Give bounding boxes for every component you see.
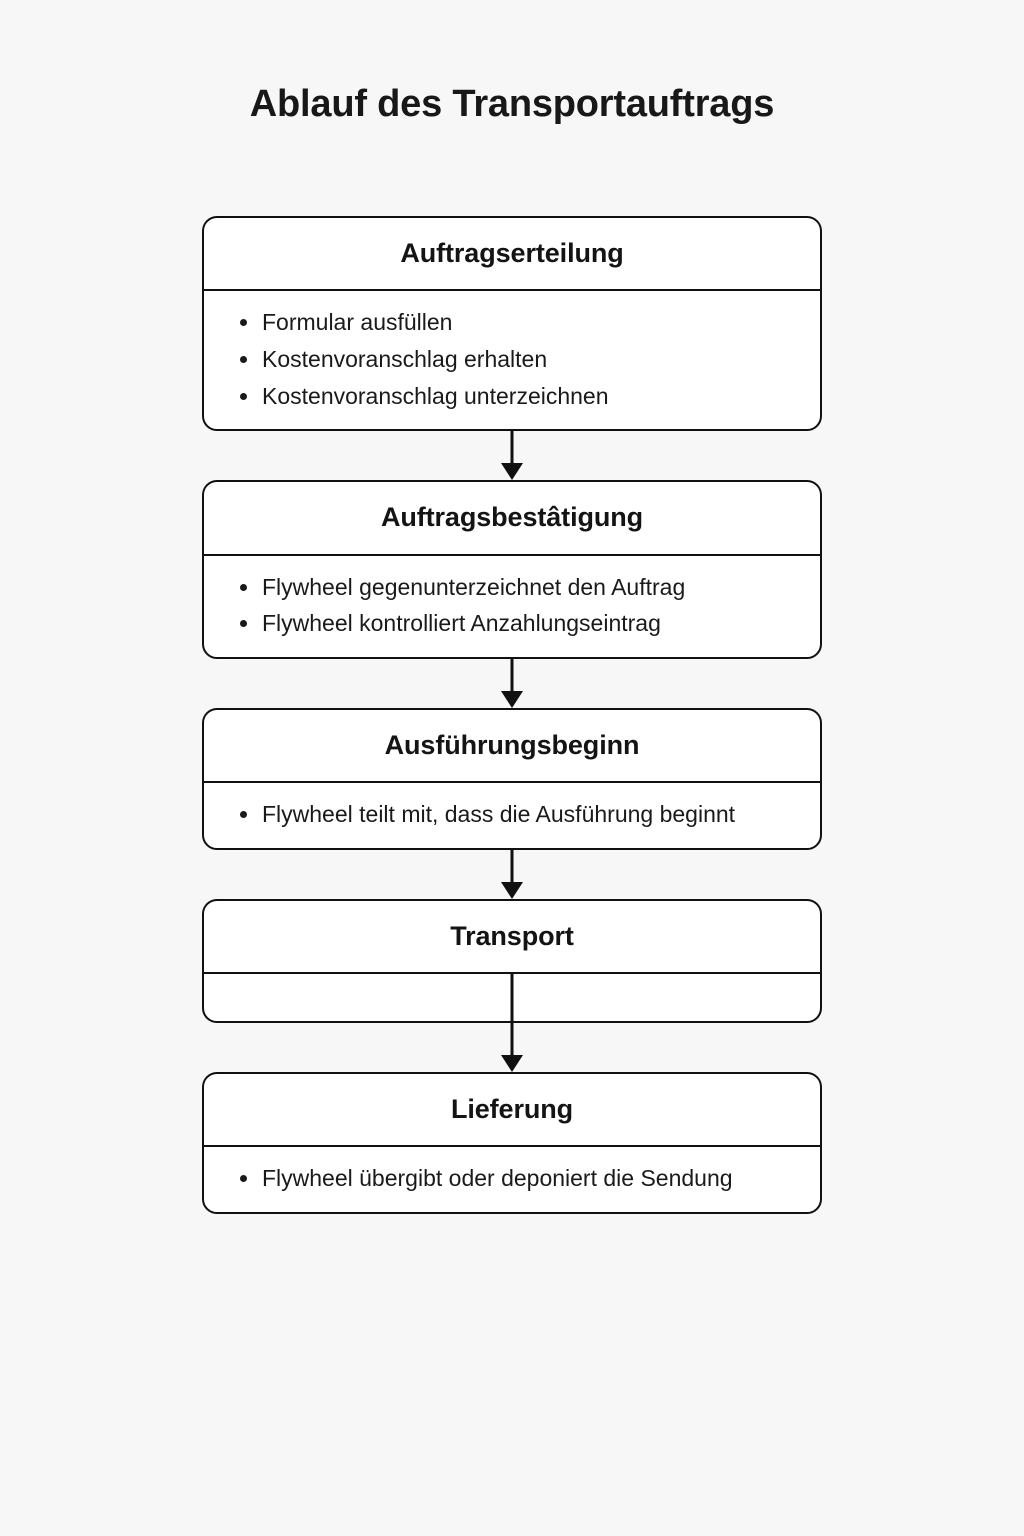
- flow-node-bullet: Kostenvoranschlag unterzeichnen: [226, 381, 798, 412]
- flow-connector-arrow: [202, 429, 822, 481]
- flow-node-body: [204, 974, 820, 1022]
- flow-connector-arrow: [202, 656, 822, 708]
- flow-connector-arrow: [202, 1021, 822, 1073]
- flow-node-transport: Transport: [202, 898, 822, 1024]
- arrow-head-down-icon: [501, 1055, 523, 1073]
- page-title: Ablauf des Transportauftrags: [249, 83, 775, 125]
- arrow-shaft: [510, 847, 514, 887]
- flow-node-title: Lieferung: [204, 1074, 820, 1148]
- flow-node-title: Ausführungsbeginn: [204, 710, 820, 784]
- arrow-shaft: [510, 1021, 514, 1061]
- flow-node-bullet-list: Flywheel übergibt oder deponiert die Sen…: [226, 1163, 798, 1194]
- arrow-head-down-icon: [501, 881, 523, 899]
- flow-node-bullet: Formular ausfüllen: [226, 307, 798, 338]
- flow-node-bullet: Kostenvoranschlag erhalten: [226, 344, 798, 375]
- connector-passthrough-line: [510, 974, 514, 1022]
- arrow-shaft: [510, 656, 514, 696]
- arrow-head-down-icon: [501, 690, 523, 708]
- flow-node-bullet-list: Flywheel teilt mit, dass die Ausführung …: [226, 799, 798, 830]
- flow-node-bullet: Flywheel kontrolliert Anzahlungseintrag: [226, 608, 798, 639]
- arrow-shaft: [510, 429, 514, 469]
- flow-node-body: Flywheel teilt mit, dass die Ausführung …: [204, 783, 820, 848]
- flow-node-bullet: Flywheel übergibt oder deponiert die Sen…: [226, 1163, 798, 1194]
- flow-node-body: Flywheel übergibt oder deponiert die Sen…: [204, 1147, 820, 1212]
- flow-node-bullet: Flywheel gegenunterzeichnet den Auftrag: [226, 572, 798, 603]
- flow-node-bullet: Flywheel teilt mit, dass die Ausführung …: [226, 799, 798, 830]
- flow-node-title: Transport: [204, 901, 820, 975]
- flow-connector-arrow: [202, 847, 822, 899]
- flow-node-title: Auftragsbestâtigung: [204, 482, 820, 556]
- flow-node-title: Auftragserteilung: [204, 218, 820, 292]
- arrow-head-down-icon: [501, 463, 523, 481]
